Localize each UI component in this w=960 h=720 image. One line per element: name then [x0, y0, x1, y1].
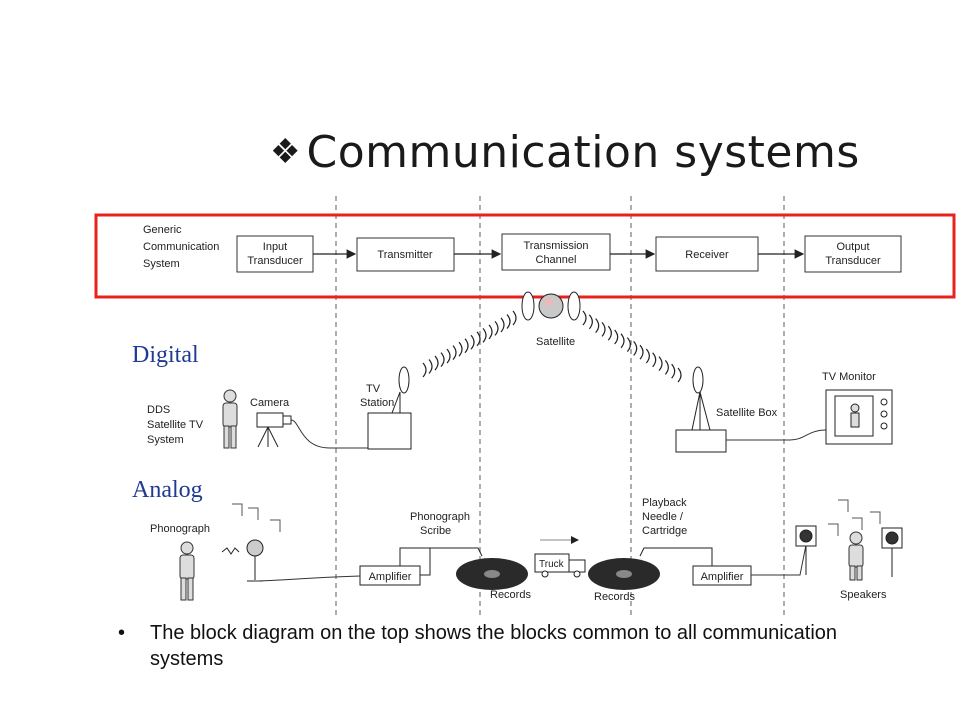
radio-wave-arc [440, 352, 445, 367]
monitor-cable [726, 429, 827, 441]
radio-wave-arc [470, 334, 475, 350]
bullet-dot-icon: • [118, 622, 126, 644]
radio-wave-arc [658, 356, 663, 371]
scribe-needle [430, 547, 483, 557]
radio-wave-arc [588, 314, 593, 330]
radio-wave-arc [671, 363, 676, 379]
microphone-icon [246, 539, 264, 582]
speaker-right-icon [881, 527, 903, 577]
speakers-label: Speakers [840, 589, 887, 601]
tv-station-icon [367, 366, 412, 450]
record-left-icon [456, 558, 528, 590]
slide-title: ❖ Communication systems [270, 120, 860, 184]
singer-icon [179, 541, 195, 601]
radio-wave-arc [639, 344, 644, 360]
mic-cable [254, 575, 361, 582]
svg-text:Amplifier: Amplifier [369, 571, 412, 583]
block-transmitter: Transmitter [356, 237, 455, 272]
satellite-box-label: Satellite Box [716, 407, 778, 419]
radio-wave-arc [614, 329, 619, 345]
sound-wave [221, 547, 240, 555]
bullet-caption: • The block diagram on the top shows the… [118, 620, 878, 672]
radio-wave-arc [500, 317, 505, 333]
amplifier-right: Amplifier [692, 565, 752, 586]
radio-wave-arc [664, 360, 669, 375]
radio-wave-arc [482, 327, 487, 343]
radio-wave-arc [607, 325, 612, 341]
analog-label: Analog [132, 477, 203, 503]
tv-monitor-icon [825, 389, 893, 445]
radio-wave-arc [595, 318, 600, 333]
svg-text:Amplifier: Amplifier [701, 571, 744, 583]
camera-cable [290, 419, 368, 449]
satellite-box-icon [675, 366, 727, 453]
caption-text: The block diagram on the top shows the b… [150, 622, 838, 670]
music-notes-right-icon [828, 499, 881, 536]
camera-icon [256, 412, 292, 448]
listener-icon [848, 531, 864, 581]
radio-wave-arc [422, 362, 427, 378]
satellite-icon [521, 291, 581, 321]
tv-monitor-label: TV Monitor [822, 371, 876, 383]
truck-label: Truck [539, 559, 565, 570]
playback-arm [639, 547, 713, 566]
phonograph-scribe-label: Phonograph Scribe [410, 511, 473, 537]
svg-text:Receiver: Receiver [685, 249, 729, 261]
title-text: Communication systems [306, 126, 860, 178]
radio-wave-arc [494, 321, 499, 336]
diamond-bullet-icon: ❖ [270, 133, 301, 171]
radio-wave-arc [464, 338, 469, 354]
radio-wave-arc [601, 322, 606, 337]
block-receiver: Receiver [655, 236, 759, 272]
music-notes-left-icon [232, 503, 281, 532]
amplifier-left: Amplifier [359, 565, 421, 586]
radio-wave-arc [626, 337, 631, 352]
speaker-left-icon [795, 525, 817, 575]
radio-wave-arc [652, 352, 657, 368]
radio-wave-arc [677, 367, 682, 383]
radio-wave-arc [428, 359, 433, 374]
digital-label: Digital [132, 342, 199, 368]
phonograph-label: Phonograph [150, 523, 210, 535]
satellite-label: Satellite [536, 336, 575, 348]
speaker-cable [751, 544, 807, 576]
radio-wave-arc [633, 341, 638, 356]
radio-waves [422, 310, 682, 383]
playback-label: Playback Needle / Cartridge [642, 497, 690, 537]
radio-wave-arc [512, 310, 517, 326]
radio-wave-arc [446, 348, 451, 364]
person-icon [222, 389, 238, 449]
tv-station-label: TV Station [360, 383, 394, 409]
generic-label: Generic Communication System [143, 224, 222, 270]
radio-wave-arc [620, 333, 625, 349]
dds-system-label: DDS Satellite TV System [147, 404, 206, 446]
radio-wave-arc [506, 314, 511, 329]
svg-text:Transmitter: Transmitter [377, 249, 433, 261]
radio-wave-arc [458, 341, 463, 357]
record-right-icon [588, 558, 660, 590]
radio-wave-arc [452, 345, 457, 361]
radio-wave-arc [476, 331, 481, 347]
radio-wave-arc [645, 348, 650, 364]
records-left-label: Records [490, 589, 531, 601]
records-right-label: Records [594, 591, 635, 603]
radio-wave-arc [434, 355, 439, 371]
truck-icon [534, 536, 586, 578]
radio-wave-arc [488, 324, 493, 340]
camera-label: Camera [250, 397, 290, 409]
stage-dividers [335, 196, 785, 615]
radio-wave-arc [582, 310, 587, 326]
